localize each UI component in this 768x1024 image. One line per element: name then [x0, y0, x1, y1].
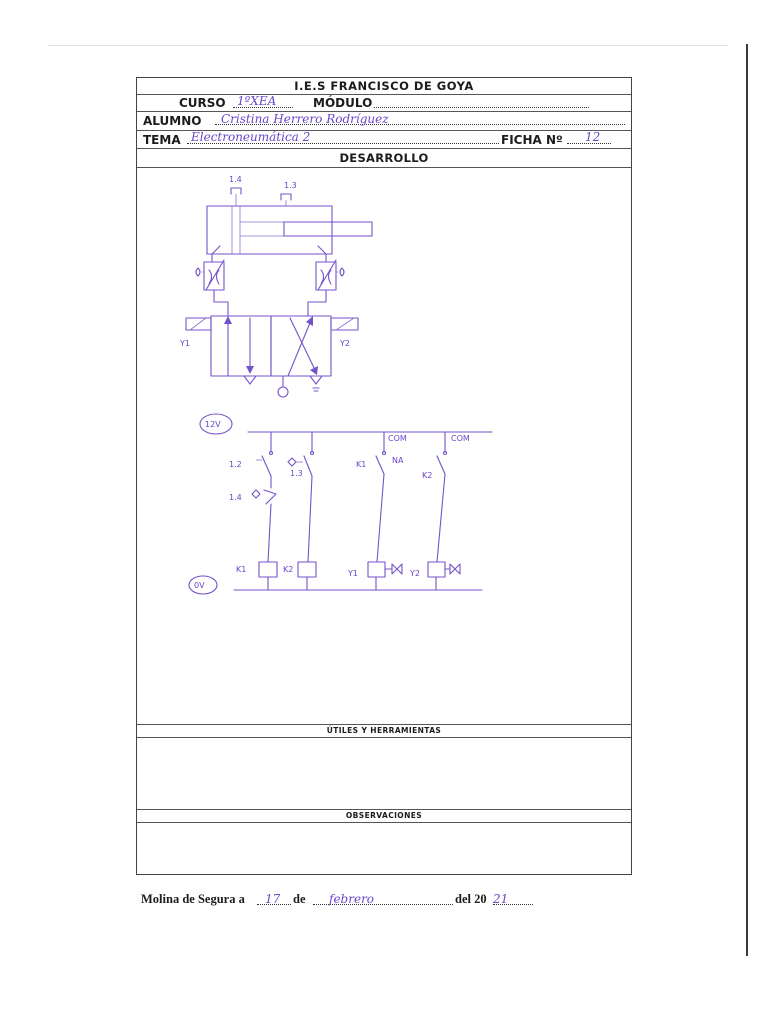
curso-value: 1ºXEA — [237, 94, 277, 108]
tema-field[interactable] — [187, 131, 499, 144]
label-k1-contact: K1 — [356, 460, 366, 469]
modulo-label: MÓDULO — [313, 96, 373, 110]
label-na: NA — [392, 456, 404, 465]
sensor-1-3-icon — [280, 193, 292, 201]
solenoid-y1-icon — [367, 561, 386, 578]
label-supply: 12V — [205, 420, 221, 429]
label-s12: 1.2 — [229, 460, 242, 469]
label-y2-coil: Y2 — [409, 569, 420, 578]
label-y2-valve: Y2 — [339, 339, 350, 348]
label-sensor-1-4: 1.4 — [229, 175, 242, 184]
pneumatic-cylinder — [206, 187, 373, 255]
scan-edge-right — [746, 44, 748, 956]
day-value: 17 — [265, 892, 281, 906]
flow-regulator-left — [195, 259, 225, 291]
label-k2-coil: K2 — [283, 565, 293, 574]
alumno-field[interactable] — [215, 112, 625, 125]
label-k1-coil: K1 — [236, 565, 246, 574]
month-value: febrero — [329, 892, 375, 906]
utiles-area[interactable] — [137, 738, 631, 810]
alumno-row: ALUMNO Cristina Herrero Rodríguez — [137, 112, 631, 131]
label-k2-contact: K2 — [422, 471, 432, 480]
alumno-label: ALUMNO — [143, 114, 202, 128]
label-y1-valve: Y1 — [179, 339, 190, 348]
directional-valve — [185, 315, 359, 398]
ficha-field[interactable] — [567, 131, 611, 144]
label-com-2: COM — [451, 434, 470, 443]
label-com-1: COM — [388, 434, 407, 443]
curso-label: CURSO — [179, 96, 226, 110]
desarrollo-area — [137, 168, 631, 725]
observaciones-header: OBSERVACIONES — [137, 810, 631, 823]
ficha-label: FICHA Nº — [501, 133, 563, 147]
exercise-form: I.E.S FRANCISCO DE GOYA CURSO 1ºXEA MÓDU… — [136, 77, 632, 875]
ground-badge — [188, 575, 218, 595]
tema-row: TEMA Electroneumática 2 FICHA Nº 12 — [137, 130, 631, 149]
school-name: I.E.S FRANCISCO DE GOYA — [137, 78, 631, 95]
flow-regulator-right — [315, 259, 345, 291]
ladder-diagram: 12V 0V 1.2 1.4 K1 1.3 K2 — [188, 413, 493, 595]
year-value: 21 — [493, 892, 509, 906]
label-s13: 1.3 — [290, 469, 303, 478]
utiles-header: ÚTILES Y HERRAMIENTAS — [137, 725, 631, 738]
del-label: del 20 — [455, 892, 487, 906]
sensor-1-4-icon — [230, 187, 242, 195]
label-ground: 0V — [194, 581, 205, 590]
relay-k2-icon — [297, 561, 317, 578]
curso-row: CURSO 1ºXEA MÓDULO — [137, 94, 631, 112]
supply-badge — [199, 413, 233, 435]
place-label: Molina de Segura a — [141, 892, 245, 906]
label-y1-coil: Y1 — [347, 569, 358, 578]
year-field[interactable] — [493, 892, 533, 905]
alumno-value: Cristina Herrero Rodríguez — [221, 112, 389, 126]
curso-field[interactable] — [233, 95, 293, 108]
month-field[interactable] — [313, 892, 453, 905]
de-label: de — [293, 892, 306, 906]
desarrollo-header: DESARROLLO — [137, 149, 631, 168]
day-field[interactable] — [257, 892, 291, 905]
scan-edge-top — [48, 45, 728, 46]
modulo-field[interactable] — [374, 95, 589, 108]
tema-label: TEMA — [143, 133, 181, 147]
label-sensor-1-3: 1.3 — [284, 181, 297, 190]
relay-k1-icon — [258, 561, 278, 578]
tema-value: Electroneumática 2 — [191, 130, 311, 144]
ficha-value: 12 — [585, 130, 601, 144]
solenoid-y2-icon — [427, 561, 446, 578]
label-s14: 1.4 — [229, 493, 242, 502]
